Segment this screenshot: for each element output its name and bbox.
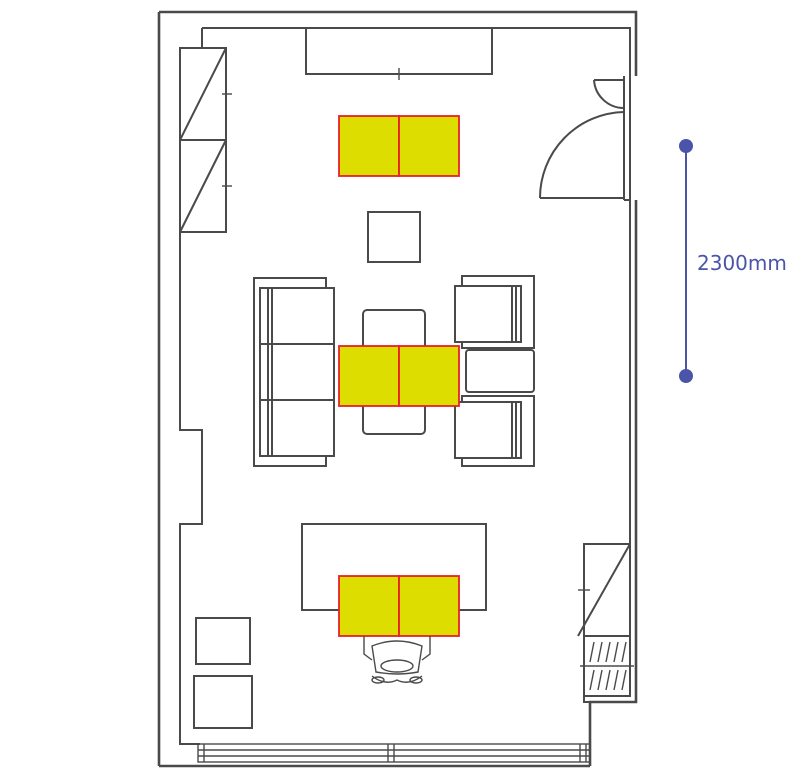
door (539, 79, 625, 199)
tatami-mat-middle (338, 345, 460, 407)
sofa-left (253, 277, 335, 467)
dimension-label: 2300mm (697, 251, 787, 275)
storage-boxes (193, 617, 253, 729)
armchairs-right (454, 275, 535, 467)
right-cabinet (577, 543, 634, 697)
tatami-mat-top (338, 115, 460, 177)
dimension-dot-top (679, 139, 693, 153)
ottoman (465, 349, 535, 393)
dimension-marker: 2300mm (679, 139, 787, 383)
office-chair (363, 636, 431, 684)
left-cabinets (179, 47, 232, 233)
tatami-mat-bottom (338, 575, 460, 637)
top-sideboard (305, 27, 493, 80)
window-bottom (197, 743, 591, 763)
small-table (367, 211, 421, 263)
dimension-dot-bottom (679, 369, 693, 383)
outer-walls (157, 10, 638, 768)
